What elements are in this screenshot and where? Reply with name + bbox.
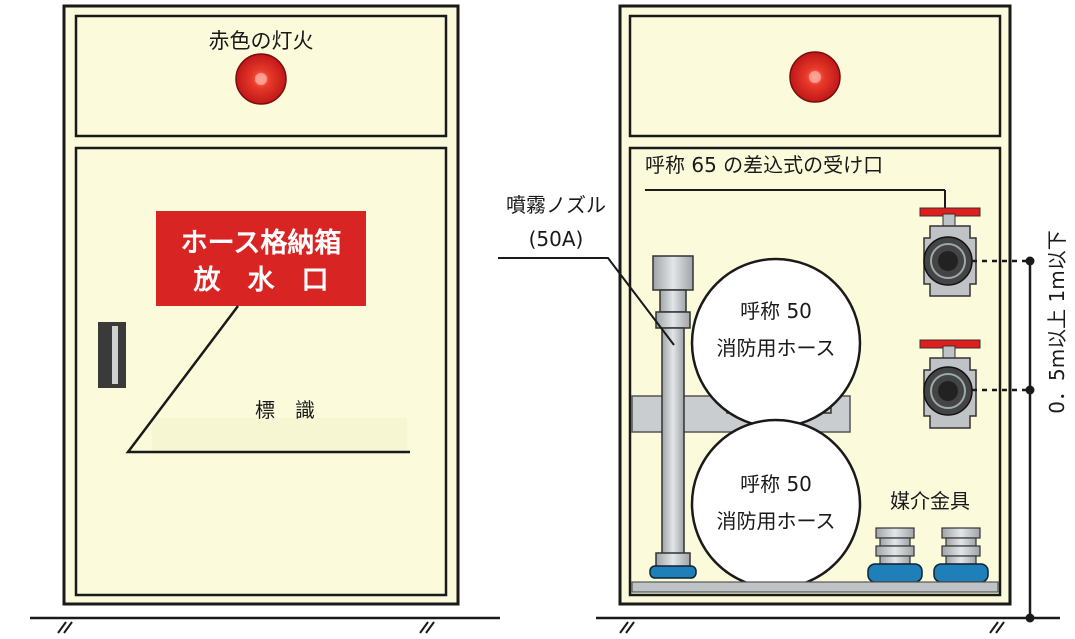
inlet-valve-lower [919, 339, 981, 429]
inlet-valve-upper [919, 207, 981, 297]
dimension-dot [1025, 385, 1035, 395]
spray-nozzle [649, 255, 697, 579]
inlet-label: 呼称 65 の差込式の受け口 [645, 153, 883, 177]
coupling-ring [945, 555, 977, 565]
left-cabinet: 赤色の灯火 ホース格納箱 放 水 口 標 識 [62, 4, 460, 606]
coupling-ring [945, 537, 977, 547]
nozzle-body [661, 327, 685, 557]
nozzle-base-ring [655, 552, 691, 568]
valve-port-hole [938, 381, 958, 401]
hose-lower-line-1: 呼称 50 [740, 472, 812, 496]
coupling-ring [941, 545, 981, 557]
lamp-label: 赤色の灯火 [209, 29, 314, 53]
dimension-dot [1025, 613, 1035, 623]
nozzle-leader-line [498, 257, 675, 346]
coupling-ring [875, 545, 915, 557]
red-lamp-highlight-right [809, 71, 821, 83]
nozzle-coupling-icon [649, 565, 697, 579]
nozzle-neck [659, 289, 687, 313]
hose-lower [690, 418, 862, 590]
nozzle-collar [655, 311, 691, 329]
nozzle-label-line-2: (50A) [529, 227, 584, 251]
right-cabinet: 呼称 65 の差込式の受け口 呼称 50 消防用ホース 呼称 50 消防用ホース… [498, 4, 1012, 606]
coupling-left [867, 527, 923, 583]
coupling-ring [879, 555, 911, 565]
left-floor [30, 616, 500, 634]
coupling-ring [879, 537, 911, 547]
hose-lower-line-2: 消防用ホース [717, 509, 836, 533]
valve-stem [942, 345, 956, 359]
sign-caption: 標 識 [255, 398, 315, 422]
sign-caption-area [152, 418, 407, 454]
nozzle-label-line-1: 噴霧ノズル [506, 193, 606, 217]
door-handle-highlight [112, 326, 118, 384]
height-label: 0．5m以上 1m以下 [1045, 230, 1069, 414]
valve-port-hole [938, 251, 958, 271]
coupling-right [933, 527, 989, 583]
cabinet-floor-plate [631, 581, 999, 593]
hose-cabinet-sign [156, 211, 366, 306]
right-floor [596, 616, 1060, 634]
valve-port-ring [930, 243, 966, 279]
sign-line-1: ホース格納箱 [181, 227, 342, 259]
coupling-ring [941, 527, 981, 539]
coupling-icon [867, 563, 923, 583]
height-dimension: 0．5m以上 1m以下 [972, 230, 1069, 623]
nozzle-tip [652, 255, 694, 291]
coupling-label: 媒介金具 [890, 489, 970, 513]
valve-port-ring [930, 373, 966, 409]
hose-upper-line-2: 消防用ホース [717, 336, 836, 360]
coupling-ring [875, 527, 915, 539]
sign-line-2: 放 水 口 [193, 264, 329, 296]
sign-leader-line [125, 305, 410, 454]
red-lamp-highlight [255, 73, 267, 85]
coupling-icon [933, 563, 989, 583]
hose-upper-line-1: 呼称 50 [740, 299, 812, 323]
valve-stem [942, 213, 956, 227]
dimension-dot [1025, 256, 1035, 266]
